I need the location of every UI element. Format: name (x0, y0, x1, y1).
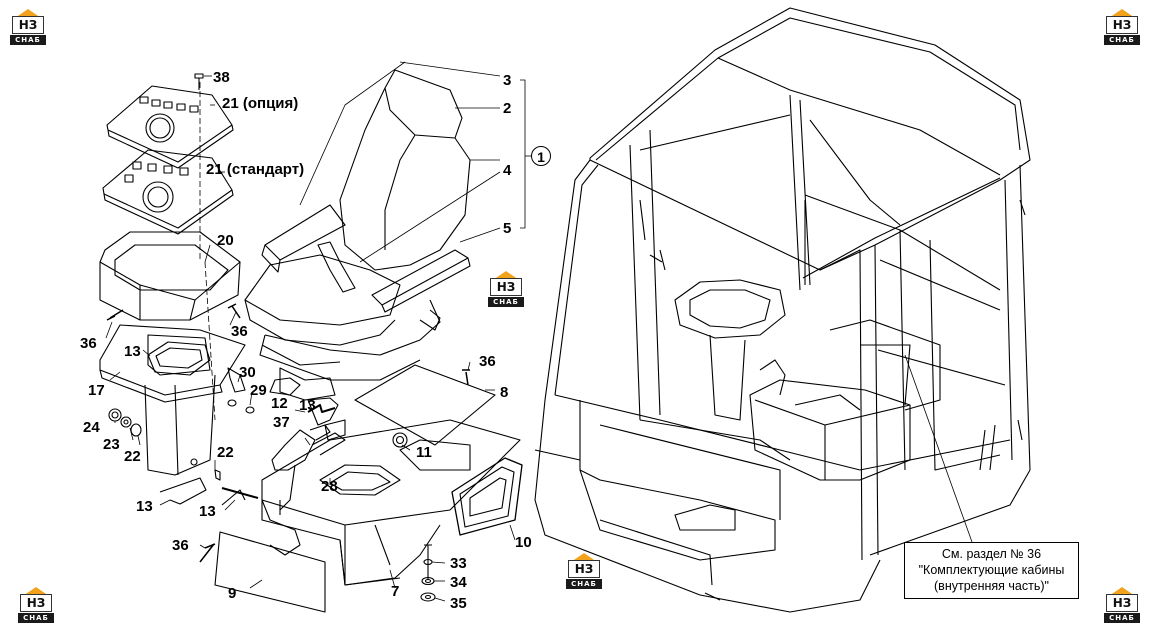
plate-21-standard (102, 149, 234, 235)
callout-36-b: 36 (231, 323, 248, 340)
part-leaders (105, 104, 516, 602)
callout-8: 8 (500, 384, 509, 401)
cover-8 (354, 364, 496, 446)
callout-5: 5 (503, 220, 512, 237)
callout-13-d: 13 (199, 503, 216, 520)
callout-11: 11 (416, 444, 432, 461)
plug-11 (392, 432, 408, 448)
callout-36-c: 36 (479, 353, 496, 370)
cab-frame (534, 7, 1031, 613)
lever-assembly (269, 377, 346, 511)
seat-leaders (299, 61, 531, 263)
base-7 (261, 419, 521, 586)
gasket-13 (147, 341, 211, 376)
plate-21-option (106, 85, 234, 169)
callout-13-b: 13 (299, 397, 316, 414)
seat (244, 69, 471, 401)
hose-13 (307, 404, 336, 413)
callout-37: 37 (273, 414, 290, 431)
callout-3: 3 (503, 72, 512, 89)
callout-34: 34 (450, 574, 467, 591)
callout-35: 35 (450, 595, 467, 612)
callout-36-d: 36 (172, 537, 189, 554)
callout-13-c: 13 (136, 498, 153, 515)
note-line-3: (внутренняя часть)" (934, 579, 1049, 593)
bracket-12 (324, 419, 346, 441)
callout-7: 7 (391, 583, 400, 600)
callout-29: 29 (250, 382, 267, 399)
callout-9: 9 (228, 585, 237, 602)
callout-22-a: 22 (124, 448, 141, 465)
note-leader (904, 354, 973, 543)
callout-38: 38 (213, 69, 230, 86)
callout-21-option: 21 (опция) (222, 95, 299, 112)
callout-36-a: 36 (80, 335, 97, 352)
note-line-1: См. раздел № 36 (941, 547, 1042, 561)
callout-22-b: 22 (217, 444, 234, 461)
callout-10: 10 (515, 534, 532, 551)
callout-13-a: 13 (124, 343, 141, 360)
callout-28: 28 (321, 478, 338, 495)
callout-33: 33 (450, 555, 467, 572)
note-line-2: "Комплектующие кабины (918, 563, 1065, 577)
frame-10 (451, 457, 523, 536)
callout-23: 23 (103, 436, 120, 453)
callout-20: 20 (217, 232, 234, 249)
small-parts-left (106, 303, 259, 563)
bolt-set (420, 544, 436, 602)
callout-21-standard: 21 (стандарт) (206, 161, 305, 178)
callout-12: 12 (271, 395, 288, 412)
cross-reference-note: См. раздел № 36 "Комплектующие кабины (в… (904, 542, 1079, 599)
callout-30: 30 (239, 364, 256, 381)
callout-24: 24 (83, 419, 100, 436)
callout-17: 17 (88, 382, 105, 399)
callout-4: 4 (503, 162, 512, 179)
cover-9 (214, 531, 326, 613)
screw-38 (194, 73, 204, 90)
callout-1-circled: 1 (531, 146, 551, 166)
console-cover-20 (99, 231, 241, 321)
stand-17 (99, 324, 246, 476)
screw-36 (462, 369, 470, 386)
callout-2: 2 (503, 100, 512, 117)
